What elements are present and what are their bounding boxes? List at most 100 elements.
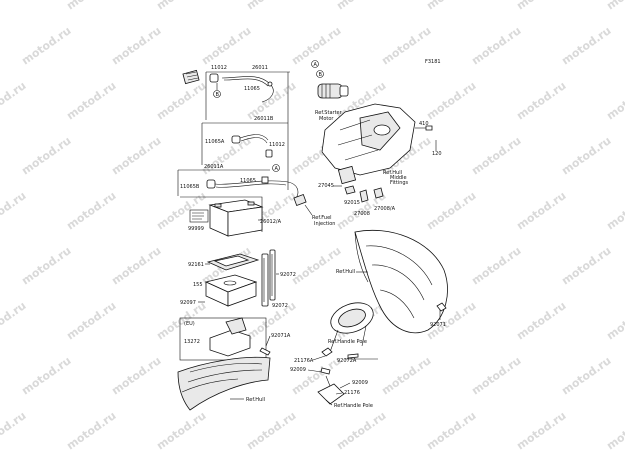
watermark-text: motod.ru — [19, 134, 73, 177]
ref-hull-fittings-2: Middle — [390, 175, 407, 181]
screw-92009-a — [320, 367, 331, 375]
manual-box — [189, 209, 209, 223]
label-21176a: 21176A — [294, 358, 314, 364]
watermark-text: motod.ru — [604, 299, 625, 342]
watermark-text: motod.ru — [424, 79, 478, 122]
callout-a-right: A — [314, 62, 318, 68]
label-26012a: 26012/A — [260, 219, 282, 225]
watermark-text: motod.ru — [64, 0, 118, 12]
leader-21176 — [335, 392, 343, 395]
ref-starter-motor-2: Motor — [319, 116, 334, 122]
watermark-text: motod.ru — [154, 409, 208, 452]
ref-hull-fittings-3: Fittings — [390, 180, 409, 186]
watermark-text: motod.ru — [559, 244, 613, 287]
watermark-text: motod.ru — [604, 79, 625, 122]
bracket-13272 — [209, 317, 251, 357]
label-155: 155 — [193, 282, 203, 288]
watermark-text: motod.ru — [19, 244, 73, 287]
watermark-text: motod.ru — [0, 299, 29, 342]
eu-region-label: (EU) — [184, 321, 195, 327]
watermark-text: motod.ru — [604, 189, 625, 232]
ref-hull-bottom: Ref.Hull — [246, 397, 265, 403]
callout-a-circle-left — [272, 164, 280, 172]
ref-hull-mid: Ref.Hull — [336, 269, 355, 275]
watermark-text: motod.ru — [424, 189, 478, 232]
callout-b-circle — [213, 90, 221, 98]
watermark-text: motod.ru — [64, 189, 118, 232]
label-92009-b: 92009 — [352, 380, 368, 386]
label-120: 120 — [432, 151, 442, 157]
handle-pole-cover — [329, 302, 374, 353]
watermark-text: motod.ru — [334, 0, 388, 12]
battery-strap-92072 — [261, 249, 276, 307]
watermark-text: motod.ru — [514, 409, 568, 452]
label-27008a: 27008/A — [374, 206, 396, 212]
bolt-92071 — [436, 302, 447, 312]
watermark-text: motod.ru — [154, 0, 208, 12]
label-92071: 92071 — [430, 322, 446, 328]
watermark-text: motod.ru — [0, 189, 29, 232]
watermark-text: motod.ru — [244, 0, 298, 12]
bolt-92071a — [259, 347, 271, 356]
hull-middle-shape — [354, 229, 448, 334]
label-11065b: 11065B — [180, 184, 200, 190]
cable-terminal — [267, 81, 273, 87]
label-92072a: 92072A — [337, 358, 357, 364]
boot-11065b — [206, 179, 216, 189]
connector-21176a — [321, 347, 333, 357]
label-92072-a: 92072 — [280, 272, 296, 278]
leader-fuel-injection — [304, 204, 313, 216]
label-26011a: 26011A — [204, 164, 224, 170]
boot-11012-mid — [265, 149, 273, 158]
watermark-text: motod.ru — [424, 0, 478, 12]
relay-27008a — [373, 187, 384, 199]
battery-cable-26011a-edge — [215, 183, 287, 188]
label-410: 410 — [419, 121, 429, 127]
leader-92009-b — [339, 382, 351, 389]
group-bracket-26011 — [205, 71, 290, 190]
ref-fuel-injection-1: Ref.Fuel — [312, 215, 332, 221]
watermark-text: motod.ru — [379, 354, 433, 397]
group-bracket-26011a — [177, 169, 270, 196]
label-26011b: 26011B — [254, 116, 274, 122]
callout-b: B — [216, 92, 220, 98]
battery-cable-26011b — [239, 134, 269, 144]
label-11065-mid: 11065 — [240, 178, 256, 184]
group-bracket-26011b — [201, 122, 288, 165]
watermark-text: motod.ru — [514, 79, 568, 122]
ref-handle-pole-2: Ref.Handle Pole — [334, 403, 373, 409]
relay-27008 — [359, 189, 369, 203]
battery-cable-26011a — [214, 180, 299, 199]
label-99999: 99999 — [188, 226, 204, 232]
watermark-text: motod.ru — [0, 79, 29, 122]
watermark-text: motod.ru — [199, 24, 253, 67]
ref-fuel-injection-2: Injection — [314, 221, 335, 227]
label-27045: 27045 — [318, 183, 334, 189]
label-11012-mid: 11012 — [269, 142, 285, 148]
watermark-text: motod.ru — [64, 409, 118, 452]
label-11065-top: 11065 — [244, 86, 260, 92]
label-92072-b: 92072 — [272, 303, 288, 309]
manual-lines-icon — [192, 212, 204, 220]
battery-cable-26011-edge — [223, 78, 269, 87]
watermark-text: motod.ru — [559, 24, 613, 67]
watermark-text: motod.ru — [604, 0, 625, 12]
watermark-text: motod.ru — [109, 134, 163, 177]
watermark-text: motod.ru — [19, 354, 73, 397]
label-27008: 27008 — [354, 211, 370, 217]
watermark-text: motod.ru — [514, 299, 568, 342]
eu-variant-box — [179, 317, 267, 361]
leader-92009-a — [307, 369, 323, 373]
watermark-text: motod.ru — [0, 0, 29, 12]
watermark-text: motod.ru — [64, 79, 118, 122]
callout-b-right: B — [319, 72, 323, 78]
watermark-layer: motod.ru motod.ru motod.ru motod.ru motod.ru… — [0, 0, 625, 452]
watermark-text: motod.ru — [514, 0, 568, 12]
clip-92072a — [347, 353, 359, 359]
label-11012-top: 11012 — [211, 65, 227, 71]
callout-b-circle-right — [316, 70, 324, 78]
watermark-text: motod.ru — [514, 189, 568, 232]
starter-motor-icon — [317, 83, 349, 99]
